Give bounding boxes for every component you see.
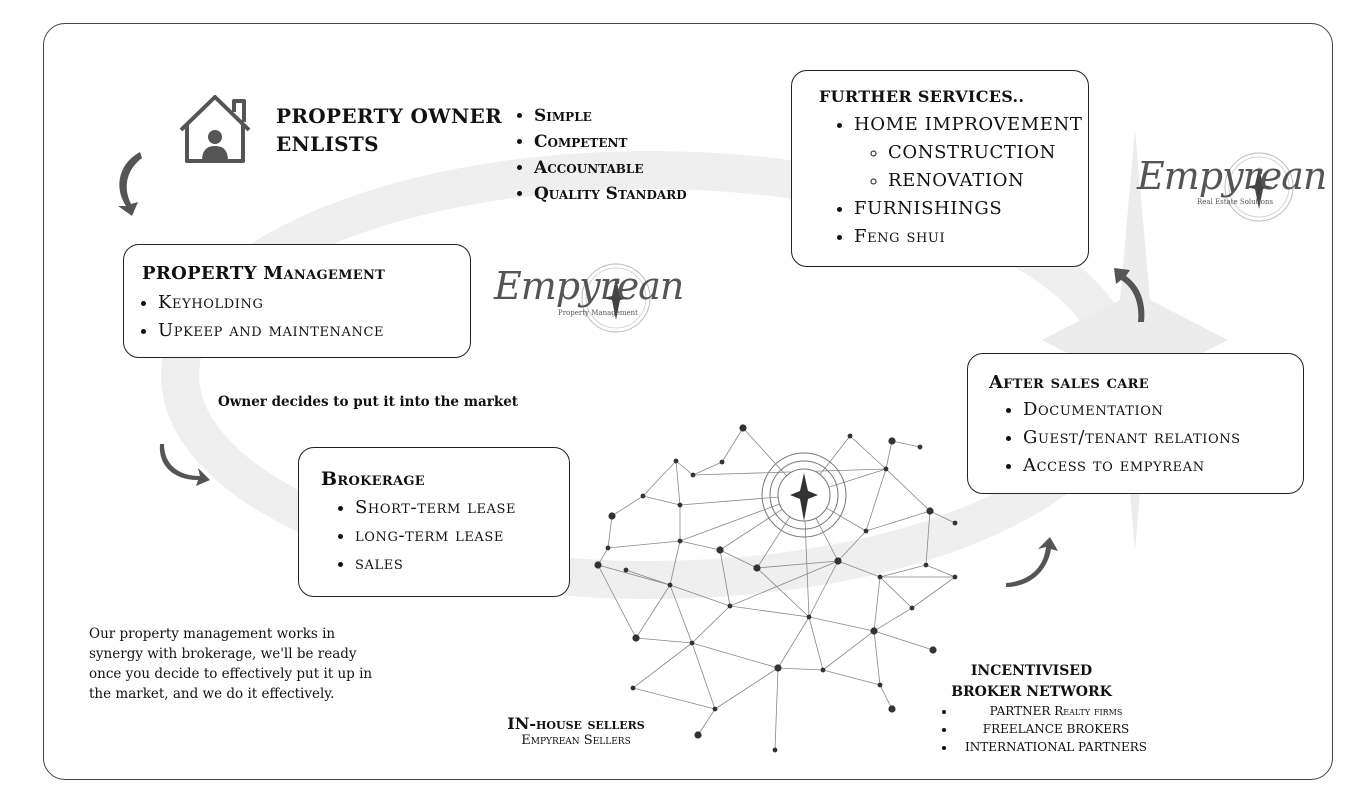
- home-improvement-sublist: CONSTRUCTION RENOVATION: [854, 139, 1082, 195]
- list-item: Short-term lease: [355, 494, 516, 522]
- further-services-title: FURTHER SERVICES..: [819, 87, 1025, 106]
- empyrean-re-logo: Empyrean Real Estate Solutions: [1137, 150, 1327, 230]
- list-item: sales: [355, 550, 516, 578]
- further-services-list: HOME IMPROVEMENT CONSTRUCTION RENOVATION…: [792, 111, 1082, 251]
- broker-network-title-1: INCENTIVISED: [970, 663, 1093, 679]
- property-management-title: PROPERTY Management: [142, 263, 386, 284]
- broker-network-title-2: BROKER NETWORK: [951, 684, 1112, 700]
- empyrean-pm-logo: Empyrean Property Management: [494, 262, 684, 340]
- owner-title-line1: PROPERTY OWNER: [276, 104, 502, 128]
- owner-title-line2: ENLISTS: [276, 132, 379, 156]
- logo-emblem-icon: [581, 263, 651, 333]
- quality-item: Simple: [534, 103, 687, 129]
- list-item: FURNISHINGS: [854, 195, 1082, 223]
- sub-list-item: RENOVATION: [888, 167, 1082, 195]
- curved-arrow-icon: [118, 152, 142, 216]
- logo-emblem-icon: [1224, 152, 1294, 222]
- brokerage-list: Short-term lease long-term lease sales: [299, 494, 516, 578]
- star-watermark: [1042, 130, 1228, 550]
- quality-item: Quality Standard: [534, 181, 687, 207]
- list-item: HOME IMPROVEMENT CONSTRUCTION RENOVATION: [854, 111, 1082, 195]
- list-item: Keyholding: [158, 289, 384, 317]
- broker-network-list: PARTNER Realty firms FREELANCE BROKERS I…: [938, 702, 1156, 756]
- curved-arrow-icon: [1114, 268, 1145, 322]
- logo-pm-sub: Property Management: [558, 309, 638, 317]
- diagram-frame: [43, 23, 1333, 780]
- list-item: INTERNATIONAL PARTNERS: [956, 738, 1156, 756]
- in-house-sellers: IN-house sellers Empyrean Sellers: [492, 714, 660, 748]
- in-house-title: IN-house sellers: [507, 714, 645, 733]
- further-services-card: FURTHER SERVICES.. HOME IMPROVEMENT CONS…: [791, 70, 1089, 267]
- list-item: Guest/tenant relations: [1023, 424, 1241, 452]
- owner-qualities-list: Simple Competent Accountable Quality Sta…: [512, 103, 687, 207]
- list-item: Documentation: [1023, 396, 1241, 424]
- list-item: Upkeep and maintenance: [158, 317, 384, 345]
- property-management-list: Keyholding Upkeep and maintenance: [124, 289, 384, 345]
- list-item: long-term lease: [355, 522, 516, 550]
- property-management-card: PROPERTY Management Keyholding Upkeep an…: [123, 244, 471, 358]
- logo-re-sub: Real Estate Solutions: [1197, 198, 1274, 206]
- list-item: PARTNER Realty firms: [956, 702, 1156, 720]
- curved-arrow-icon: [159, 444, 210, 486]
- broker-network: INCENTIVISED BROKER NETWORK: [944, 660, 1119, 702]
- curved-arrow-icon: [1006, 537, 1058, 587]
- logo-re-word: Empyrean: [1137, 154, 1327, 198]
- after-sales-card: After sales care Documentation Guest/ten…: [967, 353, 1304, 494]
- home-improvement-label: HOME IMPROVEMENT: [854, 114, 1083, 135]
- synergy-note: Our property management works in synergy…: [89, 626, 373, 702]
- sub-list-item: CONSTRUCTION: [888, 139, 1082, 167]
- brokerage-card: Brokerage Short-term lease long-term lea…: [298, 447, 570, 597]
- after-sales-list: Documentation Guest/tenant relations Acc…: [968, 396, 1241, 480]
- after-sales-title: After sales care: [989, 372, 1149, 393]
- network-graph-icon: [594, 424, 958, 753]
- house-person-icon: [179, 95, 251, 163]
- list-item: Access to empyrean: [1023, 452, 1241, 480]
- quality-item: Competent: [534, 129, 687, 155]
- list-item: FREELANCE BROKERS: [956, 720, 1156, 738]
- owner-title: PROPERTY OWNER ENLISTS: [276, 102, 502, 158]
- list-item: Feng shui: [854, 223, 1082, 251]
- in-house-subtitle: Empyrean Sellers: [521, 733, 631, 748]
- brokerage-title: Brokerage: [321, 468, 425, 490]
- quality-item: Accountable: [534, 155, 687, 181]
- logo-pm-word: Empyrean: [494, 264, 684, 308]
- decision-label: Owner decides to put it into the market: [218, 394, 519, 410]
